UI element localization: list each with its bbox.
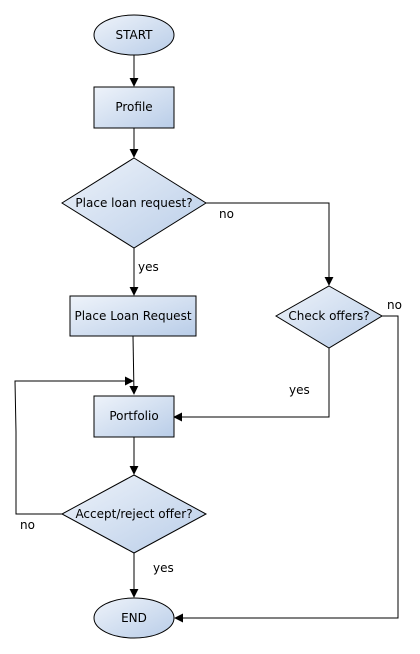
check-offers-label: Check offers? xyxy=(288,309,369,323)
check-offers-no-label: no xyxy=(387,298,402,312)
profile-node-label: Profile xyxy=(115,100,152,114)
nodes: START Profile Place loan request? Place … xyxy=(60,14,383,639)
place-loan-no-label: no xyxy=(219,207,234,221)
check-offers-yes-label: yes xyxy=(289,383,310,397)
edge-place-loan-request-to-portfolio xyxy=(129,335,139,395)
end-node-label: END xyxy=(121,611,147,625)
accept-reject-yes-label: yes xyxy=(153,561,174,575)
place-loan-question-node: Place loan request? xyxy=(61,157,207,249)
profile-node: Profile xyxy=(93,86,175,129)
check-offers-node: Check offers? xyxy=(275,285,383,349)
place-loan-request-node: Place Loan Request xyxy=(69,295,197,337)
start-node: START xyxy=(93,14,175,56)
edges xyxy=(14,55,399,623)
place-loan-request-label: Place Loan Request xyxy=(74,309,191,323)
place-loan-question-label: Place loan request? xyxy=(75,196,192,210)
accept-reject-node: Accept/reject offer? xyxy=(60,474,208,554)
edge-accept-reject-no-to-portfolio xyxy=(14,376,134,515)
edge-check-offers-no-to-end xyxy=(174,315,399,623)
portfolio-node-label: Portfolio xyxy=(109,409,158,423)
end-node: END xyxy=(93,597,175,639)
place-loan-yes-label: yes xyxy=(138,260,159,274)
accept-reject-label: Accept/reject offer? xyxy=(75,507,192,521)
start-node-label: START xyxy=(115,28,153,42)
edge-check-offers-yes-to-portfolio xyxy=(173,348,330,422)
edge-labels: no yes no yes no yes xyxy=(20,207,402,575)
edge-place-loan-question-no-to-check-offers xyxy=(206,202,334,286)
portfolio-node: Portfolio xyxy=(93,395,175,438)
accept-reject-no-label: no xyxy=(20,518,35,532)
